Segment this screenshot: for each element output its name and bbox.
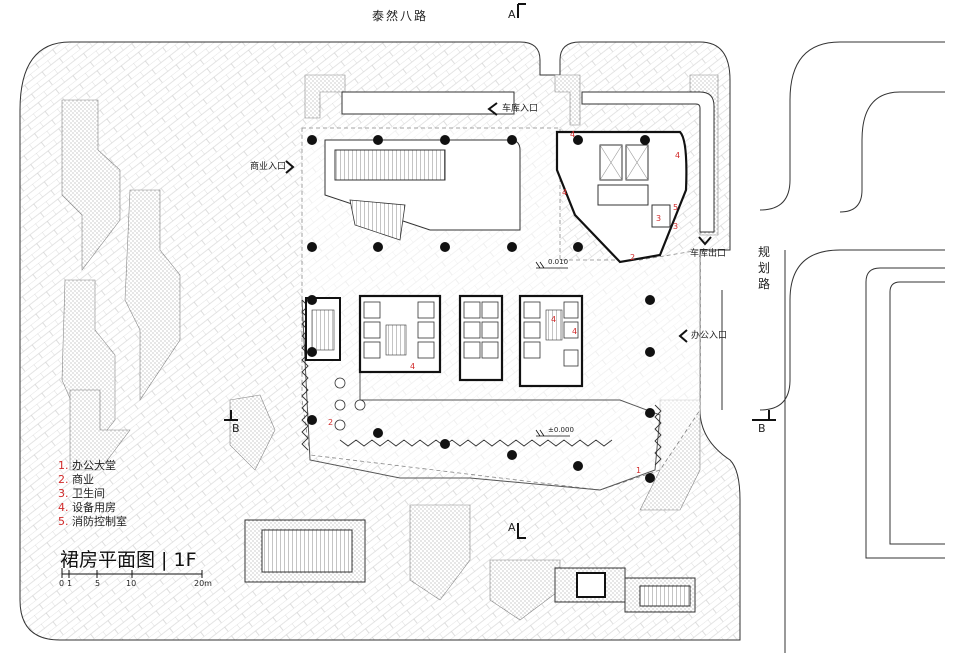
- legend-number: 4.: [58, 500, 69, 514]
- section-letter: A: [508, 8, 516, 21]
- escalator: [334, 149, 446, 181]
- road-curb: [759, 41, 945, 211]
- road-curb: [889, 281, 945, 545]
- legend-item: 1.办公大堂: [58, 458, 127, 473]
- road-curb: [865, 267, 945, 559]
- planting-strip: [61, 99, 121, 271]
- office-entry-label: 办公入口: [691, 331, 728, 341]
- section-mark-b-left: [224, 410, 238, 421]
- zigzag-facade: [301, 299, 309, 451]
- room-number: 3: [673, 222, 679, 231]
- zigzag-facade: [654, 404, 662, 466]
- planting-strip: [554, 74, 581, 126]
- revolving-door: [354, 399, 366, 411]
- drawing-title: 裙房平面图 | 1F: [60, 549, 197, 571]
- planting-strip: [304, 74, 346, 119]
- escalator: [349, 199, 406, 241]
- elevation-label: 0.010: [548, 258, 569, 266]
- room-number: 1: [636, 466, 642, 475]
- legend-label: 商业: [72, 473, 94, 486]
- scale-tick-label: 10: [126, 579, 137, 588]
- legend-item: 5.消防控制室: [58, 514, 127, 529]
- room-number: 4: [675, 151, 681, 160]
- section-letter: A: [508, 521, 516, 534]
- road-curb: [759, 249, 945, 411]
- planting-strip: [69, 389, 131, 471]
- garage-entry-arrow: [487, 102, 498, 116]
- scale-tick-label: 0: [59, 579, 65, 588]
- elevation-mark: [535, 261, 568, 269]
- section-mark-b-right: [752, 410, 776, 421]
- road-curb: [839, 91, 945, 213]
- scale-tick-label: 5: [95, 579, 101, 588]
- lobby-wall: [301, 299, 661, 491]
- revolving-door: [334, 377, 346, 389]
- structural-columns: [307, 135, 655, 483]
- scale-tick-label: 20m: [194, 579, 212, 588]
- legend-label: 办公大堂: [72, 459, 116, 472]
- legend-label: 消防控制室: [72, 515, 127, 528]
- room-number: 5: [673, 203, 679, 212]
- revolving-door: [334, 419, 346, 431]
- elevation-label: ±0.000: [548, 426, 574, 434]
- garage-exit-arrow: [698, 236, 712, 246]
- room-number: 2: [630, 253, 636, 262]
- room-number: 4: [572, 327, 578, 336]
- road-label-east: 规划路: [758, 245, 771, 291]
- planting-strip: [489, 559, 561, 621]
- legend: 1.办公大堂 2.商业 3.卫生间 4.设备用房 5.消防控制室: [58, 458, 127, 529]
- commercial-entry-label: 商业入口: [250, 162, 287, 172]
- room-number: 4: [570, 130, 576, 139]
- legend-label: 卫生间: [72, 487, 105, 500]
- planting-strip: [124, 189, 181, 401]
- room-number: 3: [656, 214, 662, 223]
- legend-number: 2.: [58, 472, 69, 486]
- legend-number: 3.: [58, 486, 69, 500]
- commercial-entry-arrow: [285, 160, 295, 174]
- road-label-north: 泰然八路: [372, 9, 429, 23]
- legend-label: 设备用房: [72, 501, 116, 514]
- garage-exit-label: 车库出口: [690, 249, 727, 259]
- room-number: 2: [328, 418, 334, 427]
- garage-entry-label: 车库入口: [502, 104, 539, 114]
- room-number: 4: [551, 315, 557, 324]
- legend-item: 4.设备用房: [58, 500, 127, 515]
- section-mark-a-bottom: [517, 523, 526, 539]
- section-letter: B: [758, 422, 766, 435]
- legend-number: 5.: [58, 514, 69, 528]
- room-number: 4: [410, 362, 416, 371]
- garage-ramp: [341, 91, 515, 115]
- scale-tick-label: 1: [67, 579, 73, 588]
- legend-item: 3.卫生间: [58, 486, 127, 501]
- section-mark-a-top: [517, 3, 526, 18]
- legend-number: 1.: [58, 458, 69, 472]
- legend-item: 2.商业: [58, 472, 127, 487]
- room-number: 4: [562, 188, 568, 197]
- elevation-mark: [535, 429, 570, 437]
- office-entry-arrow: [678, 329, 688, 343]
- garage-ramp: [581, 91, 715, 233]
- section-letter: B: [232, 422, 240, 435]
- scale-bar: [61, 568, 203, 578]
- revolving-door: [334, 399, 346, 411]
- planting-strip: [229, 394, 276, 471]
- planting-strip: [409, 504, 471, 601]
- zigzag-facade: [339, 439, 613, 447]
